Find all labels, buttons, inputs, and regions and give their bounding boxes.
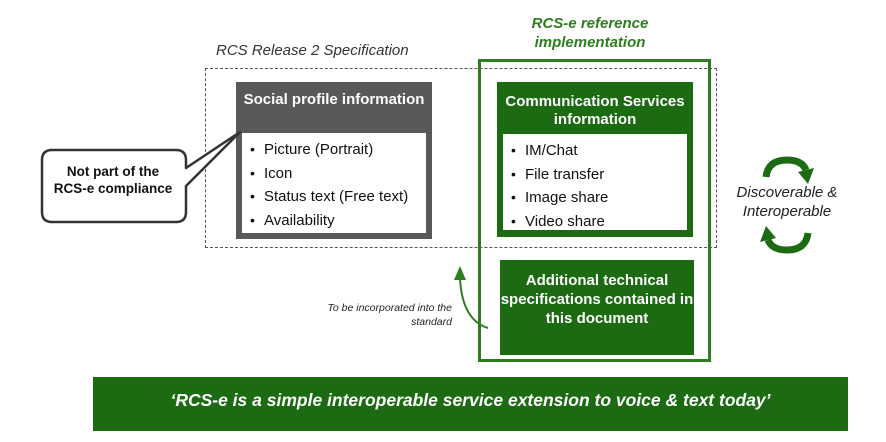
list-item: • Icon <box>250 162 408 186</box>
spec-label: RCS Release 2 Specification <box>216 42 409 59</box>
communication-services-box: Communication Services information • IM/C… <box>497 82 693 237</box>
comm-item-im-chat: IM/Chat <box>525 142 578 159</box>
bullet: • <box>511 212 516 229</box>
bullet: • <box>250 211 255 228</box>
social-item-status: Status text (Free text) <box>264 188 409 205</box>
speech-bubble-icon <box>40 130 242 224</box>
bullet: • <box>250 164 255 181</box>
social-profile-list-panel: • Picture (Portrait) • Icon • Status text (… <box>242 133 426 233</box>
bullet: • <box>511 142 516 158</box>
comm-item-video-share: Video share <box>525 212 605 230</box>
list-item: • Video share <box>511 210 608 234</box>
social-item-icon: Icon <box>264 164 293 182</box>
communication-services-list: • IM/Chat • File transfer • Image share • Vi… <box>511 139 608 233</box>
bullet: • <box>250 188 255 204</box>
social-profile-list: • Picture (Portrait) • Icon • Status text (… <box>250 138 408 232</box>
reference-label: RCS-e reference implementation <box>531 15 649 51</box>
callout-text: Not part of the RCS-e compliance <box>53 164 173 196</box>
tagline-banner: ‘RCS-e is a simple interoperable service… <box>93 377 848 431</box>
social-item-picture: Picture (Portrait) <box>264 141 374 158</box>
communication-services-title: Communication Services information <box>505 93 685 128</box>
additional-specs-text: Additional technical specifications cont… <box>500 272 694 327</box>
comm-item-image-share: Image share <box>525 189 609 206</box>
social-profile-title: Social profile information <box>243 91 425 108</box>
discoverable-label: Discoverable & Interoperable <box>736 184 838 220</box>
list-item: • Status text (Free text) <box>250 185 408 209</box>
social-profile-box: Social profile information • Picture (Por… <box>236 82 432 239</box>
bullet: • <box>511 165 516 182</box>
list-item: • Picture (Portrait) <box>250 138 408 162</box>
communication-services-list-panel: • IM/Chat • File transfer • Image share • Vi… <box>503 134 687 230</box>
social-item-availability: Availability <box>264 211 335 229</box>
incorporate-note: To be incorporated into the standard <box>327 302 452 328</box>
cycle-arrows-icon <box>760 156 814 254</box>
list-item: • Image share <box>511 186 608 210</box>
list-item: • IM/Chat <box>511 139 608 163</box>
comm-item-file-transfer: File transfer <box>525 165 605 183</box>
bullet: • <box>250 141 255 157</box>
list-item: • Availability <box>250 209 408 233</box>
additional-specs-box: Additional technical specifications cont… <box>500 260 694 355</box>
list-item: • File transfer <box>511 163 608 187</box>
reference-frame <box>478 59 711 362</box>
tagline-text: ‘RCS-e is a simple interoperable service… <box>170 390 771 410</box>
curved-arrow-icon <box>454 266 489 329</box>
bullet: • <box>511 189 516 205</box>
